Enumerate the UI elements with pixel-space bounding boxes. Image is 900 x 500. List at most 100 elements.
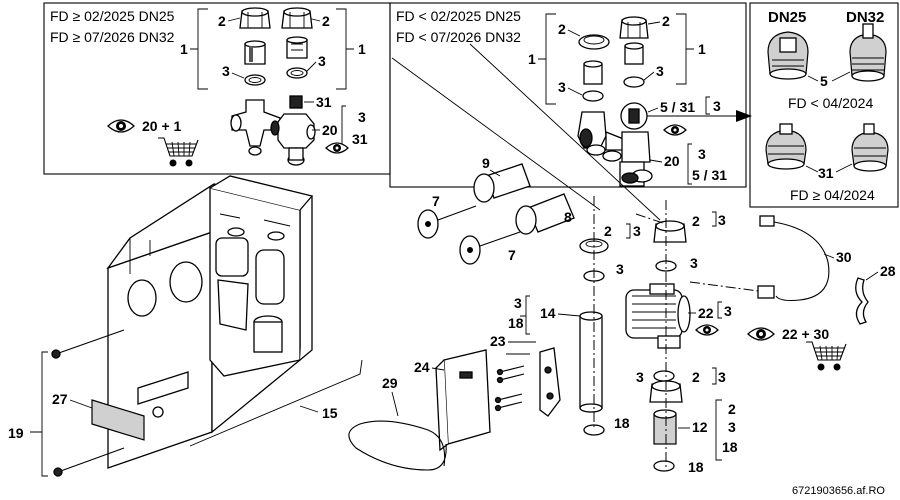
pointer-arrow (736, 110, 752, 122)
callout-18-left: 18 (614, 415, 630, 431)
handle-upper (417, 205, 477, 239)
callout-1-right: 1 (698, 41, 706, 57)
insert-dn25-old (767, 31, 809, 80)
callout-20-sub-3: 3 (358, 109, 366, 125)
callout-20: 20 (322, 122, 338, 138)
callout-1-right: 1 (358, 41, 366, 57)
callout-3-right-stack: 3 (690, 255, 698, 271)
callout-2-3-b-left: 2 (692, 213, 700, 229)
panel-version-line-1: FD ≥ 02/2025 DN25 (50, 8, 175, 24)
adapter-right (624, 42, 644, 65)
callout-3-lower: 3 (636, 369, 644, 385)
right-stack-nut-upper (653, 220, 687, 243)
caption-old-production: FD < 04/2024 (788, 95, 873, 111)
callout-2-right: 2 (322, 13, 330, 29)
callout-3-left: 3 (558, 79, 566, 95)
gasket-right (286, 67, 308, 79)
column-head-dn32: DN32 (846, 9, 884, 26)
probe-cable (348, 420, 447, 471)
panel-version-line-2: FD < 07/2026 DN32 (396, 29, 521, 45)
panel-insert-variants: DN25 DN32 5 FD < 04/2024 (749, 2, 899, 208)
callout-3-left-stack: 3 (616, 261, 624, 277)
pipe-section (579, 311, 603, 413)
sensor-cable (757, 215, 830, 302)
callout-2-3-a-left: 2 (604, 223, 612, 239)
callout-20: 20 (664, 153, 680, 169)
right-stack-gasket-18 (653, 460, 675, 472)
callout-3-right: 3 (318, 53, 326, 69)
nut-right (619, 16, 649, 39)
callout-31: 31 (316, 94, 332, 110)
callout-14: 14 (540, 305, 556, 321)
shopping-cart-icon (158, 137, 199, 167)
panel-new-version: FD ≥ 02/2025 DN25 FD ≥ 07/2026 DN32 1 1 … (43, 2, 391, 175)
callout-3-left: 3 (222, 63, 230, 79)
panel-old-version: FD < 02/2025 DN25 FD < 07/2026 DN32 1 1 … (389, 2, 752, 188)
rear-housing (209, 175, 314, 377)
callout-2-3-c-left: 2 (692, 369, 700, 385)
callout-8: 8 (564, 209, 572, 225)
callout-24: 24 (414, 359, 430, 375)
callout-5: 5 (820, 73, 828, 89)
eye-icon (695, 324, 719, 336)
adapter-left (244, 40, 266, 65)
shopping-cart-icon (806, 341, 847, 371)
callout-12: 12 (692, 419, 708, 435)
flow-adapter (653, 409, 677, 445)
callout-15: 15 (322, 405, 338, 421)
callout-7-lower: 7 (508, 247, 516, 263)
thermometer-lower (515, 193, 575, 235)
eye-icon (107, 119, 135, 133)
callout-27: 27 (52, 391, 68, 407)
callout-2-left: 2 (558, 21, 566, 37)
adapter-right (286, 36, 308, 59)
panel-version-line-1: FD < 02/2025 DN25 (396, 8, 521, 24)
fixing-screws (494, 365, 525, 412)
eye-icon (325, 142, 349, 154)
callout-2-left: 2 (218, 13, 226, 29)
callout-14-sub-18: 18 (508, 315, 524, 331)
callout-2-right: 2 (662, 13, 670, 29)
wall-bracket (539, 347, 561, 417)
insert-dn32-old (849, 23, 887, 82)
eye-icon (663, 124, 687, 136)
callout-18-right: 18 (688, 459, 704, 475)
column-head-dn25: DN25 (768, 9, 806, 26)
callout-12-sub-3: 3 (728, 419, 736, 435)
callout-20-sub-31: 31 (352, 131, 368, 147)
callout-30: 30 (836, 249, 852, 265)
callout-20-sub-3: 3 (698, 146, 706, 162)
callout-1-left: 1 (180, 41, 188, 57)
callout-2-3-a-right: 3 (633, 223, 641, 239)
panel-version-line-2: FD ≥ 07/2026 DN32 (50, 29, 175, 45)
identification-label (91, 399, 145, 441)
callout-20-sub-5-31: 5 / 31 (692, 167, 727, 183)
handle-lower (459, 231, 521, 265)
nut-left (578, 34, 610, 50)
gasket-left (582, 90, 604, 102)
callout-22-sub-3: 3 (724, 303, 732, 319)
callout-22-plus-30: 22 + 30 (782, 326, 829, 342)
callout-9: 9 (482, 155, 490, 171)
valve-body-new (230, 99, 316, 166)
caption-new-production: FD ≥ 04/2024 (790, 187, 875, 203)
callout-12-sub-2: 2 (728, 401, 736, 417)
callout-14-sub-3: 3 (514, 295, 522, 311)
nut-left (239, 7, 271, 29)
callout-29: 29 (382, 375, 398, 391)
callout-22: 22 (698, 305, 714, 321)
callout-2-3-b-right: 3 (718, 212, 726, 228)
figure-id: 6721903656.af.RO (792, 485, 885, 497)
eye-icon (747, 327, 775, 341)
callout-23: 23 (490, 333, 506, 349)
adapter-left (583, 60, 603, 85)
controller-unit (435, 349, 491, 452)
callout-28: 28 (880, 263, 896, 279)
callout-5-31: 5 / 31 (660, 99, 695, 115)
callout-20-plus-1: 20 + 1 (142, 118, 182, 134)
callout-1-left: 1 (528, 51, 536, 67)
callout-2-3-c-right: 3 (718, 369, 726, 385)
right-stack-gasket-lower (653, 370, 675, 382)
screw-lower (53, 447, 125, 477)
